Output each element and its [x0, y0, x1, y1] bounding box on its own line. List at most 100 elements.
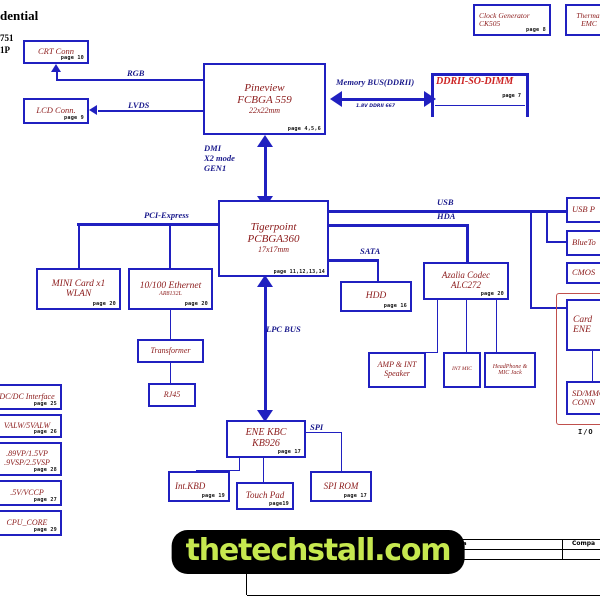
amp-speaker-line1: AMP & INT	[377, 360, 417, 370]
power-0-title: DC/DC Interface	[0, 391, 55, 401]
block-sd-mmc-conn[interactable]: SD/MMC CONN	[566, 381, 600, 415]
power-1-title: VALW/5VALW	[3, 420, 51, 430]
wire-usb-branch-cardreader	[530, 210, 532, 308]
title-legal-note-cell	[247, 560, 600, 596]
block-power-valw[interactable]: VALW/5VALW page 26	[0, 414, 62, 438]
wire-azalia-to-intmic	[466, 300, 467, 352]
arrow-lpc-down	[257, 410, 273, 422]
power-4-title: CPU_CORE	[6, 517, 48, 527]
tigerpoint-size: 17x17mm	[257, 245, 290, 255]
block-power-cpu-core[interactable]: CPU_CORE page 29	[0, 510, 62, 536]
wire-spi-vertical	[341, 432, 342, 471]
spi-rom-page: page 17	[343, 493, 367, 500]
block-rj45[interactable]: RJ45	[148, 383, 196, 407]
wire-lvds-horizontal	[98, 110, 204, 112]
board-code-line-1: 751	[0, 33, 14, 43]
rj45-title: RJ45	[163, 389, 181, 399]
sd-mmc-title: SD/MMC	[572, 387, 600, 398]
block-crt-conn[interactable]: CRT Conn page 10	[23, 40, 89, 64]
block-int-kbd[interactable]: Int.KBD page 19	[168, 471, 230, 502]
title-company-value	[563, 550, 600, 560]
power-3-title: .5V/VCCP	[10, 487, 44, 497]
sodimm-inner-shelf	[435, 105, 525, 106]
title-company-label: Compa	[563, 540, 600, 550]
card-reader-title: Card	[573, 314, 593, 325]
arrow-lvds-to-lcd	[89, 105, 97, 115]
block-amp-int-speaker[interactable]: AMP & INT Speaker	[368, 352, 426, 388]
bluetooth-title: BlueTo	[572, 237, 596, 248]
headphone-line1: HeadPhone &	[492, 363, 528, 370]
label-memory-bus: Memory BUS(DDRII)	[336, 77, 415, 87]
mini-card-title: MINI Card x1	[51, 278, 106, 289]
block-thermal-emc[interactable]: Thermal EMC	[565, 4, 600, 36]
sodimm-title: DDRII-SO-DIMM	[436, 76, 514, 87]
power-2-title: .89VP/1.5VP	[6, 449, 48, 459]
mini-card-page: page 20	[92, 301, 116, 308]
sodimm-top-edge	[431, 73, 529, 76]
block-spi-rom[interactable]: SPI ROM page 17	[310, 471, 372, 502]
pineview-page: page 4,5,6	[287, 126, 321, 133]
wire-transformer-to-rj45	[170, 363, 171, 383]
block-pineview[interactable]: Pineview FCBGA 559 22x22mm page 4,5,6	[203, 63, 326, 135]
power-4-page: page 29	[33, 527, 57, 534]
block-ddrii-so-dimm[interactable]: DDRII-SO-DIMM page 7	[431, 73, 529, 117]
ethernet-part: AR8132L	[159, 290, 182, 297]
wire-azalia-to-headphone	[496, 300, 497, 352]
wire-usb-to-cardreader	[530, 307, 566, 309]
azalia-part: ALC272	[450, 280, 481, 290]
block-tigerpoint[interactable]: Tigerpoint PCBGA360 17x17mm page 11,12,1…	[218, 200, 329, 277]
block-ethernet[interactable]: 10/100 Ethernet AR8132L page 20	[128, 268, 213, 310]
block-cmos[interactable]: CMOS	[566, 262, 600, 284]
block-headphone-mic-jack[interactable]: HeadPhone & MIC Jack	[484, 352, 536, 388]
block-usb-port[interactable]: USB P	[566, 197, 600, 223]
watermark-thetechstall: thetechstall.com	[171, 530, 465, 574]
ethernet-page: page 20	[184, 301, 208, 308]
board-code-line-2: 1P	[0, 45, 10, 55]
block-clock-generator[interactable]: Clock Generator CK505 page 8	[473, 4, 551, 36]
label-dmi-gen: GEN1	[204, 163, 227, 173]
block-mini-card-wlan[interactable]: MINI Card x1 WLAN page 20	[36, 268, 121, 310]
wire-amp-tap	[397, 352, 438, 353]
wire-usb-branch-bluetooth	[546, 210, 548, 242]
label-sata: SATA	[360, 246, 381, 256]
block-lcd-conn[interactable]: LCD Conn. page 9	[23, 98, 89, 124]
arrow-lpc-up	[257, 275, 273, 287]
block-hdd[interactable]: HDD page 16	[340, 281, 412, 312]
ene-kbc-title: ENE KBC	[245, 427, 287, 439]
wire-azalia-to-amp	[437, 300, 438, 352]
wire-kbc-to-touchpad	[263, 458, 264, 482]
wire-hda-to-azalia	[466, 224, 469, 262]
block-ene-kbc[interactable]: ENE KBC KB926 page 17	[226, 420, 306, 458]
thermal-part: EMC	[581, 19, 597, 28]
block-card-reader[interactable]: Card ENE p	[566, 299, 600, 351]
label-dmi: DMI	[204, 143, 222, 153]
wire-sata-vertical	[377, 259, 379, 281]
power-1-page: page 26	[33, 429, 57, 436]
clock-generator-part: CK505	[479, 19, 501, 28]
clock-generator-title: Clock Generator	[479, 10, 530, 20]
block-power-dcdc-interface[interactable]: DC/DC Interface page 25	[0, 384, 62, 410]
transformer-title: Transformer	[150, 345, 191, 355]
usb-port-title: USB P	[572, 204, 595, 215]
block-power-vccp[interactable]: .5V/VCCP page 27	[0, 480, 62, 506]
label-lpc-bus: LPC BUS	[266, 324, 301, 334]
touch-pad-title: Touch Pad	[245, 490, 285, 501]
block-touch-pad[interactable]: Touch Pad page19	[236, 482, 294, 510]
block-power-vp-vsp[interactable]: .89VP/1.5VP .9VSP/2.5VSP page 28	[0, 442, 62, 476]
block-int-mic[interactable]: INT MIC	[443, 352, 481, 388]
int-kbd-page: page 19	[201, 493, 225, 500]
card-reader-part: ENE	[573, 325, 591, 335]
clock-generator-page: page 8	[526, 27, 546, 34]
ethernet-title: 10/100 Ethernet	[139, 280, 202, 291]
block-bluetooth[interactable]: BlueTo	[566, 230, 600, 256]
wire-pcie-to-ethernet	[169, 223, 171, 268]
touch-pad-page: page19	[269, 501, 289, 508]
hdd-page: page 16	[383, 303, 407, 310]
tigerpoint-title: Tigerpoint	[250, 221, 297, 234]
block-azalia-codec[interactable]: Azalia Codec ALC272 page 20	[423, 262, 509, 300]
block-transformer[interactable]: Transformer	[137, 339, 204, 363]
wire-kbc-left-branch	[196, 470, 240, 471]
tigerpoint-package: PCBGA360	[247, 233, 300, 246]
lcd-conn-title: LCD Conn.	[36, 105, 76, 116]
arrow-dmi-up	[257, 135, 273, 147]
